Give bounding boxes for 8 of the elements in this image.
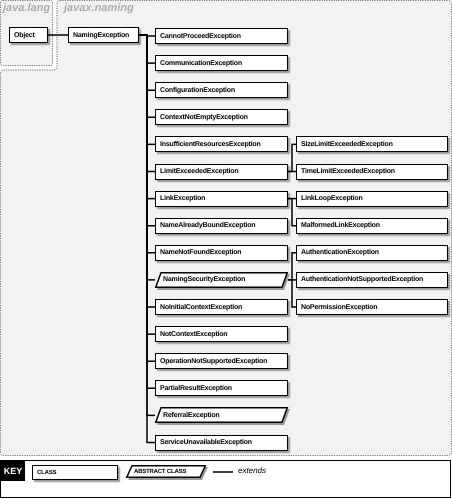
inheritance-line <box>288 198 296 226</box>
package-name: javax.naming <box>64 2 134 14</box>
key-tab: KEY <box>1 461 25 481</box>
inheritance-line <box>288 170 296 172</box>
package-name: java.lang <box>3 2 50 14</box>
inheritance-line <box>288 279 296 308</box>
legend-text: extends <box>238 466 266 475</box>
inheritance-line <box>48 34 68 36</box>
